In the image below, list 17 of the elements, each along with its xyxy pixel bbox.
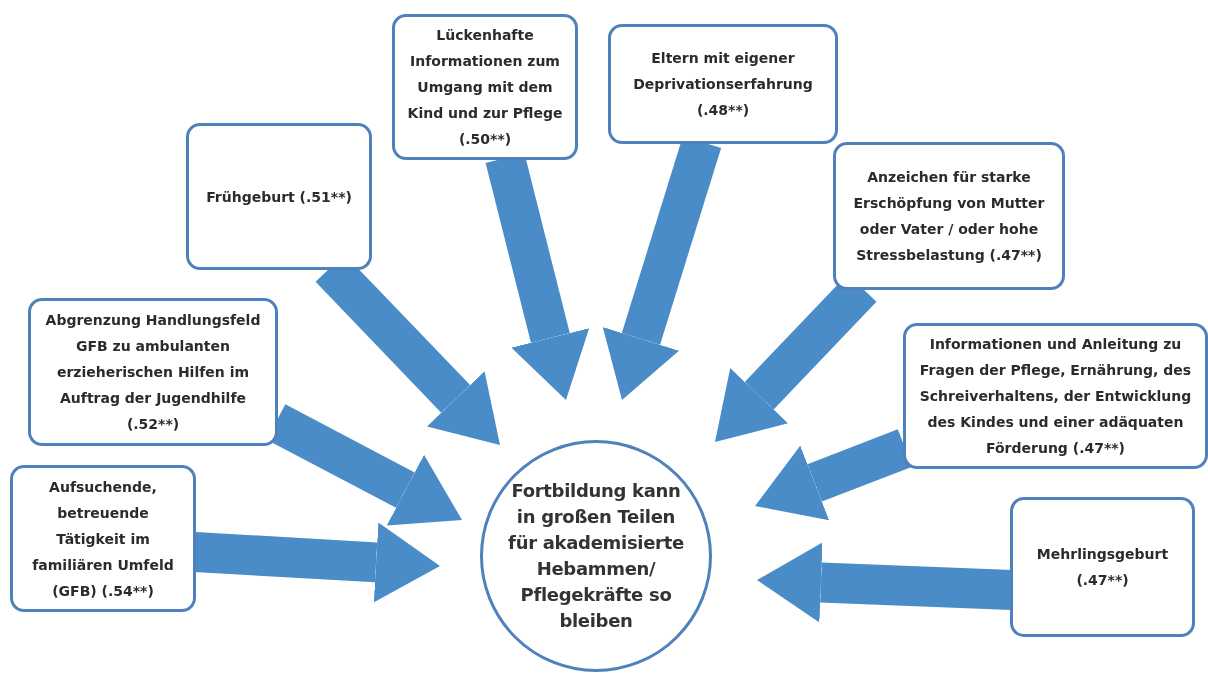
- node-text: Frühgeburt (.51**): [206, 187, 352, 207]
- rounded-box: [28, 298, 278, 446]
- node-text: Lückenhafte Informationen zum Umgang mit dem Kind und zur Pflege (.50**): [406, 26, 564, 149]
- rounded-box: [903, 323, 1208, 469]
- node-text: Informationen und Anleitung zu Fragen der Pflege, Ernährung, des Schreiverhaltens, der Entwicklung des Kindes und einer adäquaten Förderung (.47**): [918, 335, 1193, 458]
- rounded-box: [392, 14, 578, 160]
- node-text: Fortbildung kann in großen Teilen für akademisierte Hebammen/ Pflegekräfte so bleiben: [507, 479, 685, 633]
- rounded-box: [1010, 497, 1195, 637]
- node-text: Eltern mit eigener Deprivationserfahrung (.48**): [632, 49, 814, 120]
- node-text: Abgrenzung Handlungsfeld GFB zu ambulanten erzieherischen Hilfen im Auftrag der Jugendhilfe (.52**): [44, 311, 262, 434]
- node-text: Anzeichen für starke Erschöpfung von Mutter oder Vater / oder hohe Stressbelastung (.47**): [852, 168, 1046, 265]
- rounded-box: [833, 142, 1065, 290]
- node-text: Aufsuchende, betreuende Tätigkeit im familiären Umfeld (GFB) (.54**): [31, 477, 175, 601]
- rounded-box: [10, 465, 196, 612]
- rounded-box: [608, 24, 838, 144]
- rounded-box: [186, 123, 372, 270]
- node-text: Mehrlingsgeburt (.47**): [1035, 545, 1170, 590]
